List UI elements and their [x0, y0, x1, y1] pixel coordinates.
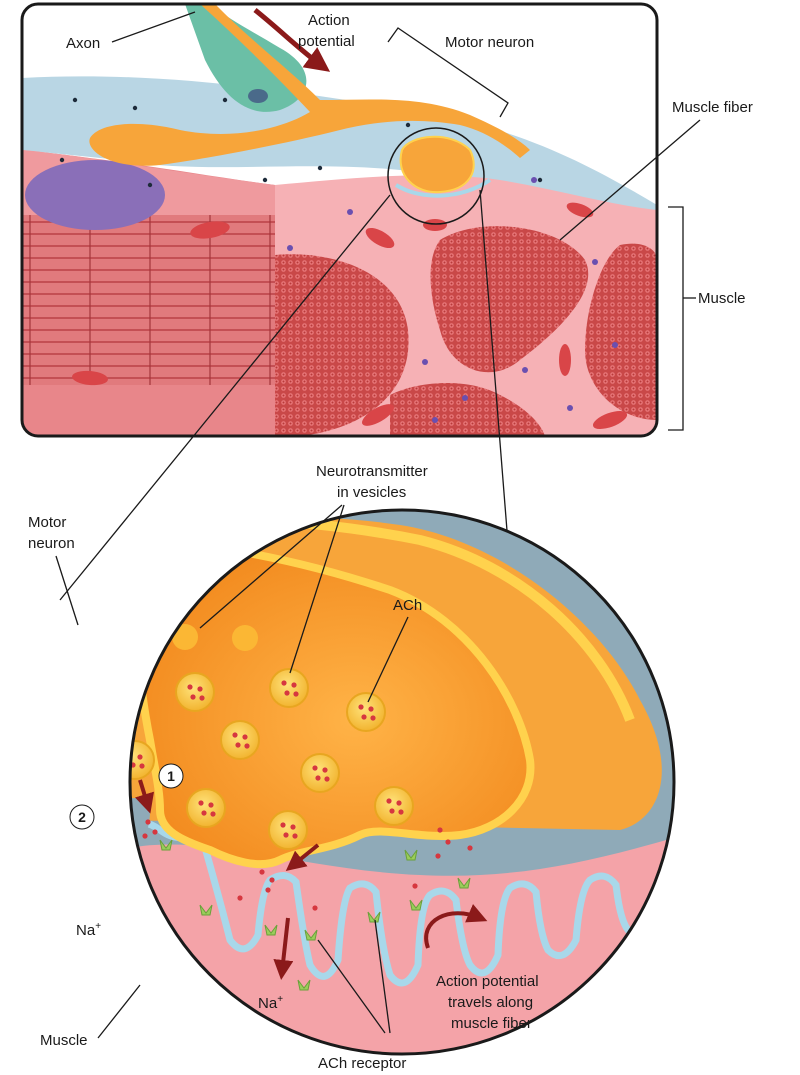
propagation-arrow [424, 904, 488, 949]
sodium-influx-arrow-center [273, 917, 294, 980]
vesicle-empty [165, 577, 191, 603]
na-left-label: Na+ [76, 921, 101, 939]
myelin-sheath [185, 4, 307, 112]
motor-neuron-zoom-label-line1: Motor [28, 514, 66, 531]
muscle-bottom-label: Muscle [40, 1032, 88, 1049]
axon-terminal [134, 540, 535, 869]
muscle-top-label: Muscle [698, 290, 746, 307]
ap-travels-label-line3: muscle fiber [451, 1015, 532, 1032]
ach-vesicles [130, 668, 414, 850]
nucleus-icon [25, 160, 165, 230]
overview-frame [20, 2, 659, 438]
neurotransmitter-label-line1: Neurotransmitter [316, 463, 428, 480]
neurotransmitter-label-line2: in vesicles [337, 484, 406, 501]
muscle-fiber-bundle [585, 243, 657, 420]
step-1-number: 1 [167, 768, 175, 784]
axon-terminal-branch [89, 4, 531, 166]
release-arrow [285, 843, 320, 872]
muscle-fiber-bundle [430, 226, 589, 373]
action-potential-arrow [253, 8, 331, 72]
zoom-region-circle [387, 127, 485, 225]
step-2-number: 2 [78, 809, 86, 825]
vesicle-empty [232, 625, 258, 651]
muscle-fiber-bundle [390, 382, 545, 436]
ap-travels-label-line2: travels along [448, 994, 533, 1011]
ach-receptor-label: ACh receptor [318, 1055, 406, 1072]
muscle-overview-panel [22, 4, 657, 436]
action-potential-label-line2: potential [298, 33, 355, 50]
ap-travels-label-line1: Action potential [436, 973, 539, 990]
muscle-bracket [668, 206, 684, 431]
zoom-connector-left [59, 194, 391, 601]
step-1-marker: 1 [158, 763, 184, 789]
motor-neuron-zoom-label-line2: neuron [28, 535, 75, 552]
ach-label: ACh [393, 597, 422, 614]
sodium-influx-arrow-left [106, 878, 128, 912]
step-2-marker: 2 [69, 804, 95, 830]
released-ach [142, 819, 473, 911]
motor-neuron-bracket [387, 27, 509, 118]
action-potential-label-line1: Action [308, 12, 350, 29]
exocytosis-arrow [134, 779, 155, 814]
na-center-label: Na+ [258, 994, 283, 1012]
axon-label: Axon [66, 35, 100, 52]
muscle-fiber-label: Muscle fiber [672, 99, 753, 116]
postsynaptic-membrane [130, 819, 674, 987]
muscle-fiber-bundle [275, 254, 409, 436]
closeup-frame [128, 508, 676, 1056]
vesicle-empty [172, 624, 198, 650]
motor-neuron-top-label: Motor neuron [445, 34, 534, 51]
